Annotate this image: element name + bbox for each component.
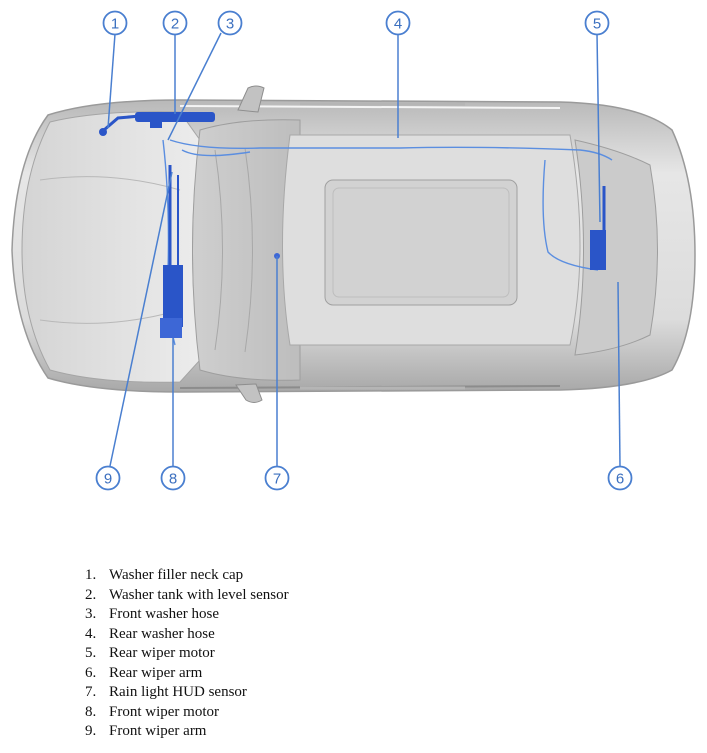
vehicle-diagram: 1 2 3 4 5 6 7 8 9 <box>11 10 696 491</box>
legend-number: 1. <box>85 567 97 583</box>
rear-wiper-motor <box>590 230 606 270</box>
callout-1: 1 <box>102 10 128 36</box>
legend-text: Front washer hose <box>109 606 219 622</box>
legend-item: 4. Rear washer hose <box>85 625 289 645</box>
legend-number: 3. <box>85 606 97 622</box>
legend-number: 6. <box>85 664 97 681</box>
callout-2-label: 2 <box>171 16 179 33</box>
callout-5: 5 <box>584 10 610 36</box>
legend-text: Washer tank with level sensor <box>109 586 289 603</box>
legend-item: 5. Rear wiper motor <box>85 644 289 664</box>
legend-number: 8. <box>85 703 97 720</box>
legend-number: 4. <box>85 625 97 642</box>
legend-item: 3. Front washer hose <box>85 605 289 625</box>
callout-4-label: 4 <box>394 16 402 33</box>
callout-9-label: 9 <box>104 471 112 488</box>
callout-7: 7 <box>264 465 290 491</box>
legend-number: 7. <box>85 684 97 700</box>
legend-text: Rear washer hose <box>109 625 215 642</box>
callout-9: 9 <box>95 465 121 491</box>
callout-5-label: 5 <box>593 16 601 33</box>
rear-washer-hose <box>169 139 613 161</box>
legend-item: 6. Rear wiper arm <box>85 664 289 684</box>
legend-number: 9. <box>85 723 97 739</box>
callout-4: 4 <box>385 10 411 36</box>
callouts: 1 2 3 4 5 6 7 8 9 <box>95 10 633 491</box>
washer-filler-neck-cap <box>99 128 107 136</box>
legend-text: Rain light HUD sensor <box>109 684 247 700</box>
components <box>99 112 606 338</box>
legend-text: Washer filler neck cap <box>109 567 244 583</box>
component-legend: 1. Washer filler neck cap 2. Washer tank w… <box>85 566 289 742</box>
legend-number: 5. <box>85 645 97 661</box>
callout-7-label: 7 <box>273 471 281 488</box>
callout-1-label: 1 <box>111 16 119 33</box>
legend-text: Rear wiper motor <box>109 645 215 661</box>
legend-item: 2. Washer tank with level sensor <box>85 586 289 606</box>
legend-number: 2. <box>85 586 97 603</box>
legend-item: 1. Washer filler neck cap <box>85 566 289 586</box>
legend-text: Front wiper motor <box>109 703 219 720</box>
legend-text: Front wiper arm <box>109 723 207 739</box>
callout-8: 8 <box>160 465 186 491</box>
leader-lines <box>107 32 621 467</box>
callout-6: 6 <box>607 465 633 491</box>
callout-6-label: 6 <box>616 471 624 488</box>
legend-item: 9. Front wiper arm <box>85 722 289 742</box>
washer-tank <box>135 112 215 122</box>
callout-3: 3 <box>217 10 243 36</box>
callout-3-label: 3 <box>226 16 234 33</box>
callout-2: 2 <box>162 10 188 36</box>
front-wiper-motor <box>163 265 183 327</box>
legend-item: 7. Rain light HUD sensor <box>85 683 289 703</box>
legend-item: 8. Front wiper motor <box>85 703 289 723</box>
callout-8-label: 8 <box>169 471 177 488</box>
legend-text: Rear wiper arm <box>109 664 203 681</box>
